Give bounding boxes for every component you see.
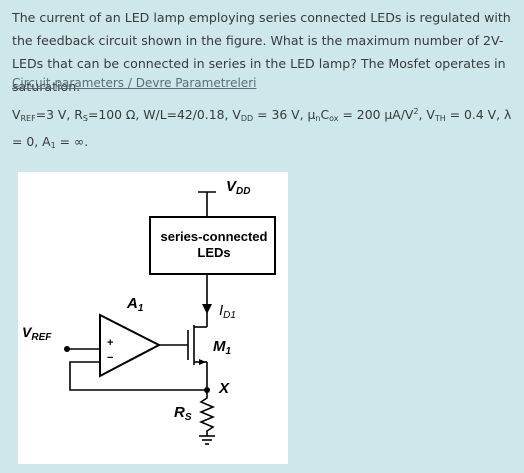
circuit-figure: VDD series-connected LEDs A1 ID1 M1 VREF…: [18, 172, 288, 464]
feedback-wire: [69, 361, 207, 391]
opamp-plus-label: +: [107, 337, 114, 349]
circuit-parameters-link[interactable]: Circuit parameters / Devre Parametreleri: [12, 76, 257, 90]
x-node: [204, 387, 210, 393]
question-text: The current of an LED lamp employing ser…: [12, 10, 511, 94]
led-box: [149, 216, 276, 275]
x-node-label: X: [219, 380, 230, 397]
vref-label: VREF: [22, 324, 52, 343]
opamp-minus-label: −: [107, 352, 114, 364]
opamp-a1: [99, 313, 162, 378]
vref-node: [64, 346, 70, 352]
circuit-parameters: VREF=3 V, RS=100 Ω, W/L=42/0.18, VDD = 3…: [12, 107, 512, 150]
mosfet-arrow: [199, 359, 206, 365]
drain-current-label: ID1: [219, 302, 236, 321]
led-box-label: series-connected LEDs: [160, 229, 268, 260]
circuit-schematic: [64, 191, 276, 445]
vdd-label: VDD: [226, 178, 251, 197]
opamp-label: A1: [127, 295, 144, 314]
current-arrow: [202, 304, 212, 314]
rs-resistor: [198, 390, 216, 436]
mosfet-label: M1: [213, 338, 232, 357]
rs-label: RS: [174, 404, 192, 423]
